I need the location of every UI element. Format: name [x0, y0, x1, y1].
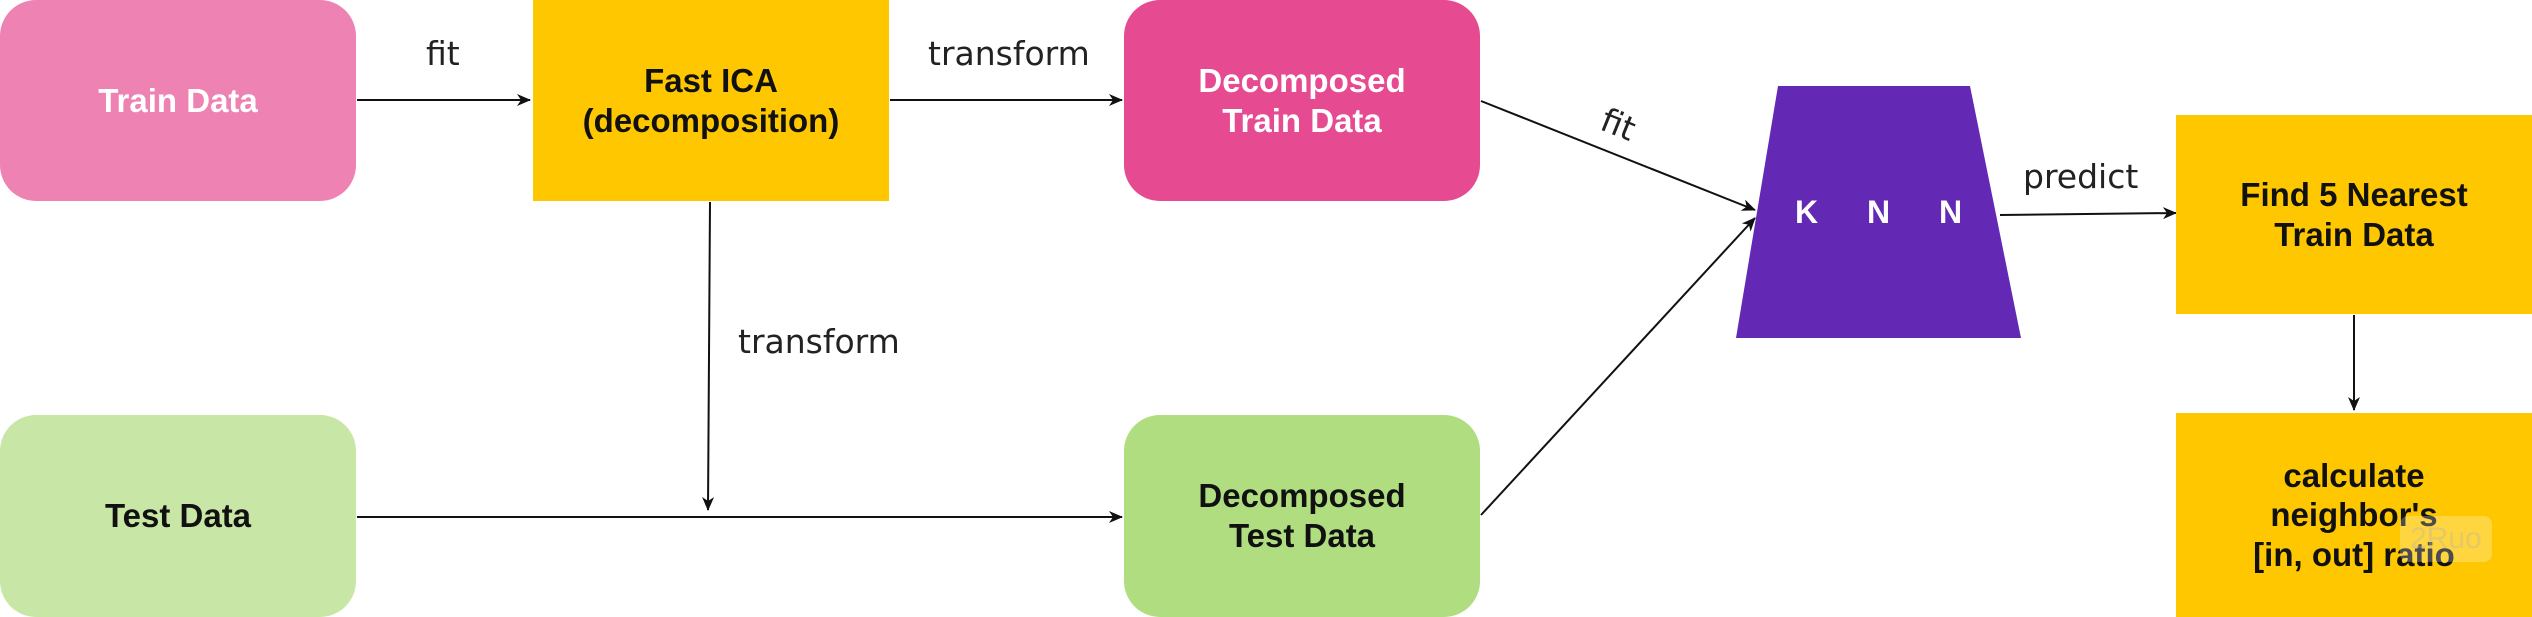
train-data-label: Train Data	[98, 81, 258, 119]
knn-node: K N N	[1736, 86, 2021, 338]
calc-ratio-label: calculate neighbor's [in, out] ratio	[2253, 456, 2455, 573]
calc-ratio-node: calculate neighbor's [in, out] ratio	[2176, 413, 2532, 617]
decomposed-test-label: Decomposed Test Data	[1198, 477, 1406, 554]
edge-label-transform-train: transform	[928, 34, 1090, 73]
edge-decomposed-test-to-knn	[1480, 217, 1756, 516]
knn-trapezoid	[1736, 86, 2021, 338]
edge-decomposed-train-to-knn	[1480, 100, 1756, 211]
find-nearest-label: Find 5 Nearest Train Data	[2240, 175, 2468, 253]
test-data-node: Test Data	[0, 415, 356, 617]
knn-label: K N N	[1794, 193, 1983, 230]
train-data-node: Train Data	[0, 0, 356, 201]
watermark: 2Ruo	[2400, 516, 2492, 562]
test-data-label: Test Data	[104, 497, 252, 535]
find-nearest-node: Find 5 Nearest Train Data	[2176, 115, 2532, 314]
edge-label-predict: predict	[2023, 157, 2139, 196]
edge-ica-down	[702, 201, 715, 511]
edge-label-fit-train: fit	[426, 34, 460, 73]
fast-ica-label: Fast ICA (decomposition)	[582, 61, 840, 139]
decomposed-train-label: Decomposed Train Data	[1198, 61, 1406, 139]
decomposed-test-node: Decomposed Test Data	[1124, 415, 1480, 617]
edge-label-transform-test: transform	[738, 322, 900, 361]
decomposed-train-node: Decomposed Train Data	[1124, 0, 1480, 201]
edge-knn-to-find	[1999, 207, 2177, 220]
fast-ica-node: Fast ICA (decomposition)	[533, 0, 889, 201]
